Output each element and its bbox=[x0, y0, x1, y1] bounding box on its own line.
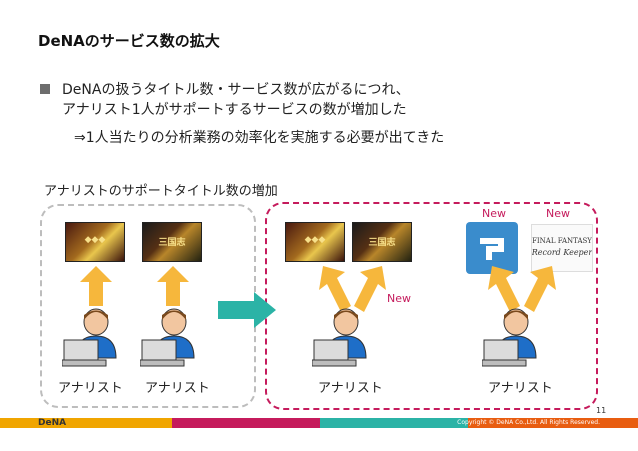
section-label: アナリストのサポートタイトル数の増加 bbox=[44, 184, 278, 199]
game-banner-b: 三国志 bbox=[142, 222, 202, 262]
app-logo-icon bbox=[466, 222, 518, 274]
up-arrow-icon bbox=[488, 266, 520, 312]
analyst-label: アナリスト bbox=[318, 381, 383, 396]
new-badge: New bbox=[387, 292, 411, 305]
analyst-label: アナリスト bbox=[488, 381, 553, 396]
footer-bar-4 bbox=[468, 418, 638, 428]
analyst-person-icon bbox=[312, 308, 367, 367]
analyst-person-icon bbox=[482, 308, 537, 367]
footer-bar-3 bbox=[320, 418, 468, 428]
svg-text:FINAL FANTASY: FINAL FANTASY bbox=[532, 237, 592, 245]
bullet-line-1: DeNAの扱うタイトル数・サービス数が広がるにつれ、 bbox=[62, 82, 410, 98]
right-arrow-icon bbox=[218, 292, 276, 328]
analyst-label: アナリスト bbox=[145, 381, 210, 396]
analyst-person-icon bbox=[140, 308, 195, 367]
game-banner-a: ◆◆◆ bbox=[285, 222, 345, 262]
analyst-label: アナリスト bbox=[58, 381, 123, 396]
bullet-line-2: アナリスト1人がサポートするサービスの数が増加した bbox=[62, 102, 407, 118]
up-arrow-icon bbox=[524, 266, 556, 312]
bullet-square-icon bbox=[40, 84, 50, 94]
footer-bar-1 bbox=[0, 418, 172, 428]
analyst-person-icon bbox=[62, 308, 117, 367]
up-arrow-icon bbox=[80, 266, 112, 306]
page-number: 11 bbox=[596, 406, 607, 415]
game-logo-icon: FINAL FANTASY Record Keeper bbox=[531, 224, 593, 272]
footer-bar-2 bbox=[172, 418, 320, 428]
page-title: DeNAのサービス数の拡大 bbox=[38, 32, 220, 50]
up-arrow-icon bbox=[319, 266, 351, 312]
sub-line: ⇒1人当たりの分析業務の効率化を実施する必要が出てきた bbox=[74, 130, 445, 146]
dena-logo: DeNA bbox=[38, 418, 67, 428]
copyright-text: Copyright © DeNA Co.,Ltd. All Rights Res… bbox=[457, 419, 600, 426]
up-arrow-icon bbox=[157, 266, 189, 306]
svg-text:Record Keeper: Record Keeper bbox=[532, 248, 592, 257]
new-badge: New bbox=[482, 207, 506, 220]
game-banner-a: ◆◆◆ bbox=[65, 222, 125, 262]
game-banner-b: 三国志 bbox=[352, 222, 412, 262]
up-arrow-icon bbox=[354, 266, 386, 312]
new-badge: New bbox=[546, 207, 570, 220]
